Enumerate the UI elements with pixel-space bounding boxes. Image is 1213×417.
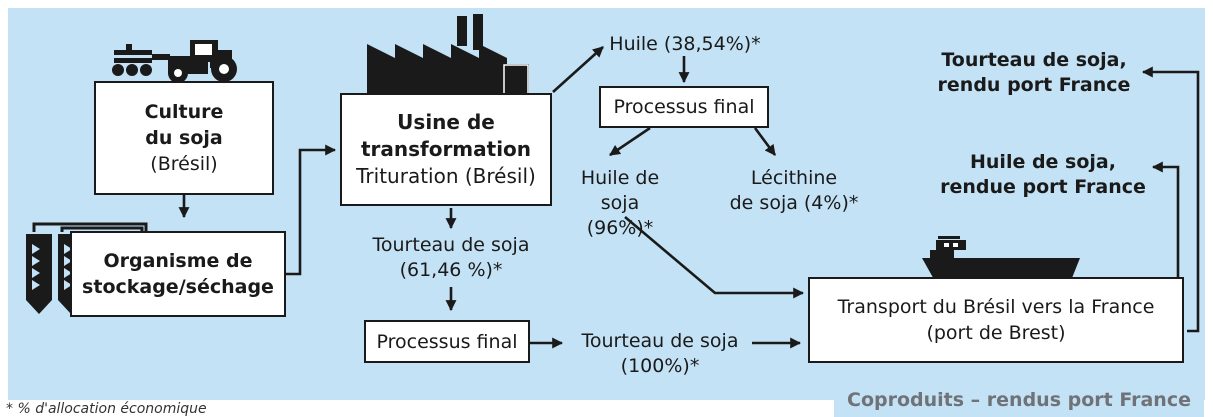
arrow-huile-de-soja-to-transport [624, 216, 805, 299]
output-huile-line-2: rendue port France [940, 176, 1146, 198]
arrow-stockage-to-usine [285, 144, 337, 276]
tractor-icon [112, 40, 237, 83]
output-huile: Huile de soja, rendue port France [932, 150, 1154, 200]
processus-tourteau-box: Processus final [364, 320, 530, 363]
arrow-processus-to-lecithine [753, 127, 777, 156]
output-tourteau-line-2: rendu port France [937, 74, 1131, 96]
stockage-box: Organisme de stockage/séchage [70, 231, 286, 317]
tourteau-final-line-1: Tourteau de soja [581, 330, 739, 352]
lecithine-label: Lécithine de soja (4%)* [726, 166, 862, 216]
tourteau-final-line-2: (100%)* [620, 355, 700, 377]
output-huile-line-1: Huile de soja, [970, 151, 1116, 173]
usine-title-2: transformation [360, 137, 532, 161]
processus-huile-box: Processus final [599, 86, 769, 128]
huile-label: Huile (38,54%)* [609, 33, 761, 55]
lecithine-line-2: de soja (4%)* [729, 192, 859, 214]
huile-de-soja-line-2: (96%)* [586, 217, 654, 239]
transport-line-2: (port de Brest) [926, 322, 1066, 344]
transport-box: Transport du Brésil vers la France (port… [808, 277, 1184, 363]
arrow-transport-to-tourteau-output [1141, 66, 1200, 333]
huile-de-soja-label: Huile de soja (96%)* [560, 166, 680, 241]
ship-icon [922, 236, 1080, 283]
transport-line-1: Transport du Brésil vers la France [837, 296, 1155, 318]
usine-title-1: Usine de [397, 110, 495, 134]
culture-title-1: Culture [144, 101, 224, 123]
usine-subtitle: Trituration (Brésil) [356, 164, 536, 188]
culture-box: Culture du soja (Brésil) [94, 81, 274, 195]
output-tourteau: Tourteau de soja, rendu port France [930, 48, 1138, 98]
footnote: * % d'allocation économique [6, 401, 207, 417]
lecithine-line-1: Lécithine [750, 167, 838, 189]
stockage-title-1: Organisme de [103, 250, 253, 272]
tourteau-line-2: (61,46 %)* [399, 259, 503, 281]
stockage-title-2: stockage/séchage [82, 276, 274, 298]
tourteau-final-label: Tourteau de soja (100%)* [565, 329, 755, 379]
culture-title-2: du soja [145, 127, 223, 149]
usine-box: Usine de transformation Trituration (Bré… [340, 93, 552, 206]
coproduits-label: Coproduits – rendus port France [847, 389, 1191, 411]
arrow-transport-to-huile-output [1151, 161, 1180, 305]
factory-icon [367, 14, 529, 98]
arrow-processus-to-huile-de-soja [609, 126, 651, 157]
tourteau-line-1: Tourteau de soja [372, 234, 530, 256]
coproduits-tab [834, 388, 1204, 417]
culture-subtitle: (Brésil) [150, 153, 218, 175]
arrow-usine-to-huile [552, 46, 604, 93]
tourteau-label: Tourteau de soja (61,46 %)* [362, 233, 540, 283]
huile-de-soja-line-1: Huile de soja [580, 167, 660, 214]
output-tourteau-line-1: Tourteau de soja, [941, 49, 1127, 71]
